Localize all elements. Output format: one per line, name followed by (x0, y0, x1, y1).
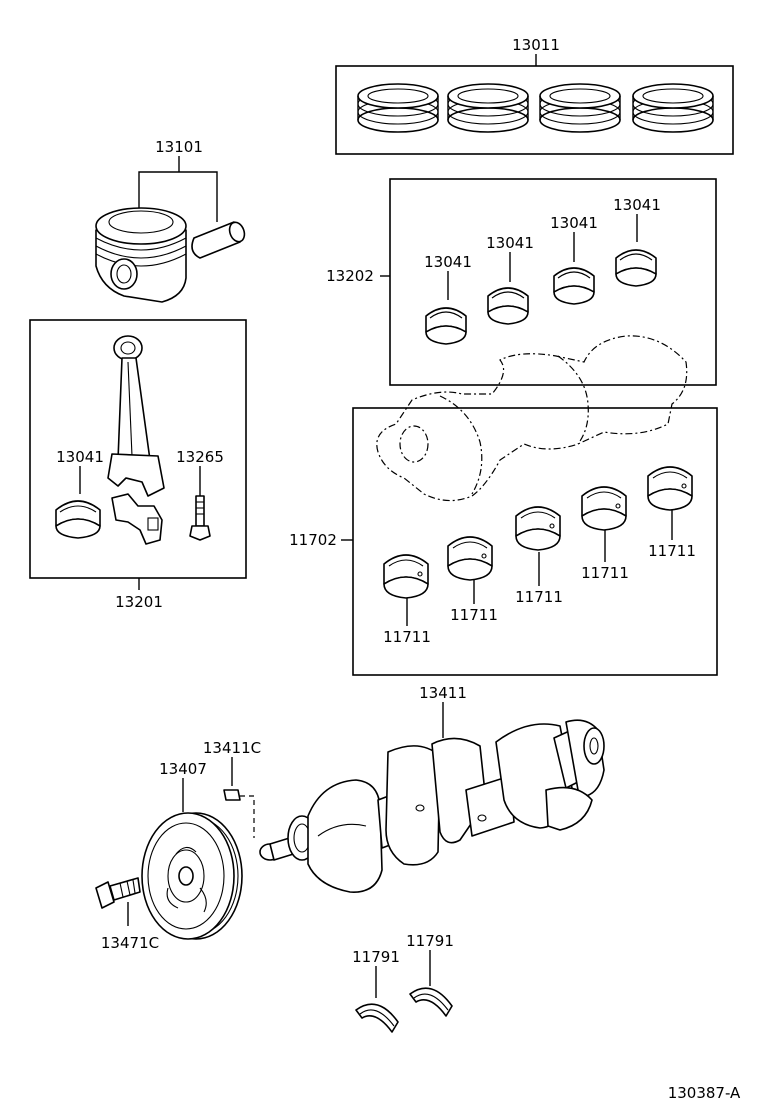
pulley-bolt[interactable] (95, 877, 141, 909)
label-11711-3: 11711 (515, 588, 563, 606)
label-13411: 13411 (419, 684, 467, 702)
pulley-bolt-group: 13471C (95, 877, 159, 952)
label-13011: 13011 (512, 36, 560, 54)
upper-bearing-set-group: 13202 13041 13041 13041 13041 (326, 178, 717, 386)
main-bearing-set-box (352, 407, 718, 676)
bearing-13041-c[interactable] (553, 267, 595, 305)
label-11711-5: 11711 (648, 542, 696, 560)
label-13101: 13101 (155, 138, 203, 156)
label-11702: 11702 (289, 531, 337, 549)
crankshaft[interactable] (259, 719, 605, 893)
rod-cap[interactable] (111, 493, 163, 545)
label-13471c: 13471C (101, 934, 159, 952)
piston-group: 13101 (95, 138, 247, 303)
thrust-washer-group: 11791 11791 (352, 932, 454, 1033)
main-bearing-11711-2[interactable] (447, 536, 493, 581)
label-13041-d: 13041 (613, 196, 661, 214)
bearing-13041-b[interactable] (487, 287, 529, 325)
label-13407: 13407 (159, 760, 207, 778)
piston-pin[interactable] (191, 220, 247, 259)
main-bearing-11711-4[interactable] (581, 486, 627, 531)
piston-ring-group-2[interactable] (447, 83, 529, 133)
piston-ring-set-group: 13011 (335, 36, 734, 155)
connecting-rod-box (29, 319, 247, 579)
bearing-13041-d[interactable] (615, 249, 657, 287)
crankshaft-pulley[interactable] (141, 812, 243, 940)
bearing-set-box (389, 178, 717, 386)
main-bearing-11711-5[interactable] (647, 466, 693, 511)
label-13041-b: 13041 (486, 234, 534, 252)
label-13201: 13201 (115, 593, 163, 611)
label-13202: 13202 (326, 267, 374, 285)
crankshaft-ghost-outline (376, 335, 688, 502)
rod-bolt[interactable] (189, 495, 211, 541)
label-11711-4: 11711 (581, 564, 629, 582)
label-11791-2: 11791 (406, 932, 454, 950)
label-11711-2: 11711 (450, 606, 498, 624)
label-13411c: 13411C (203, 739, 261, 757)
label-13041-a: 13041 (424, 253, 472, 271)
label-13041-rod: 13041 (56, 448, 104, 466)
connecting-rod[interactable] (107, 335, 165, 497)
piston-ring-group-1[interactable] (357, 83, 439, 133)
thrust-washer-1[interactable] (355, 1003, 399, 1033)
crankshaft-group: 13411 (259, 684, 605, 893)
label-11711-1: 11711 (383, 628, 431, 646)
label-13265: 13265 (176, 448, 224, 466)
key-group: 13411C (203, 739, 261, 838)
woodruff-key[interactable] (223, 789, 241, 801)
piston-ring-group-3[interactable] (539, 83, 621, 133)
piston-ring-set-box (335, 65, 734, 155)
bearing-13041-a[interactable] (425, 307, 467, 345)
label-13041-c: 13041 (550, 214, 598, 232)
thrust-washer-2[interactable] (409, 987, 453, 1017)
main-bearing-set-group: 11702 11711 11711 11711 (289, 407, 718, 676)
connecting-rod-group: 13041 13265 13201 (29, 319, 247, 611)
main-bearing-11711-1[interactable] (383, 554, 429, 599)
piston[interactable] (95, 207, 187, 303)
label-11791-1: 11791 (352, 948, 400, 966)
rod-bearing[interactable] (55, 500, 101, 539)
diagram-code: 130387-A (668, 1084, 741, 1102)
pulley-group: 13407 (141, 760, 243, 940)
main-bearing-11711-3[interactable] (515, 506, 561, 551)
piston-ring-group-4[interactable] (632, 83, 714, 133)
